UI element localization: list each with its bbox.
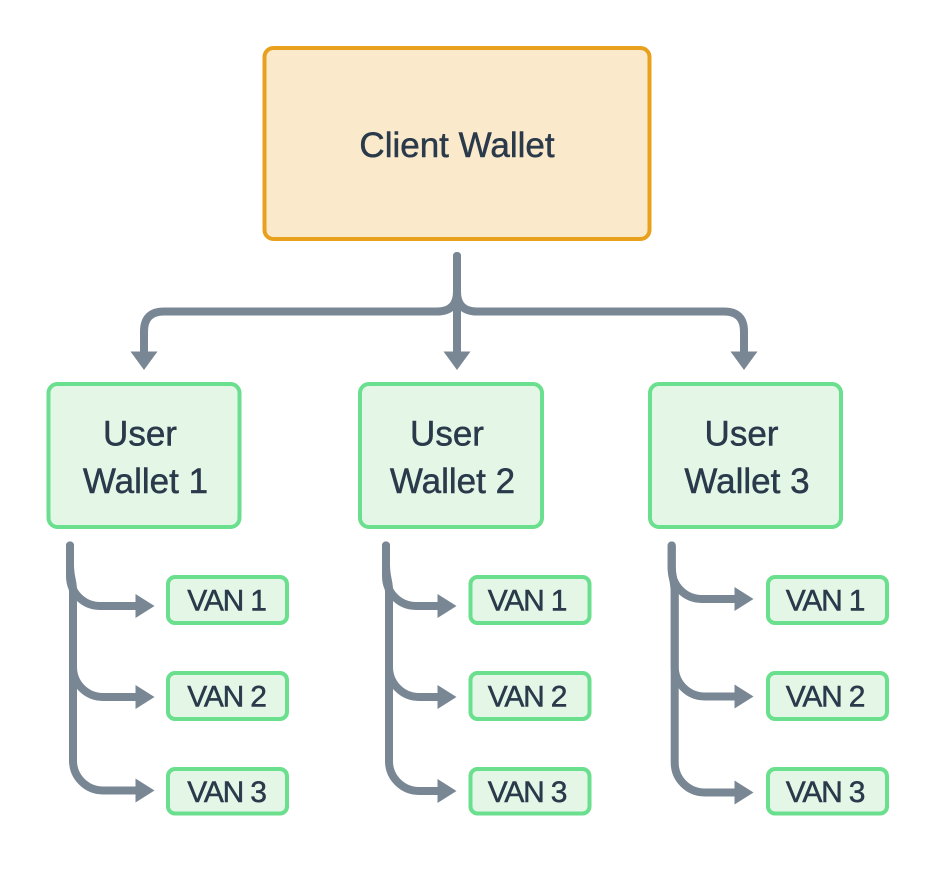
svg-text:VAN 2: VAN 2 xyxy=(488,681,567,714)
svg-text:User: User xyxy=(705,415,779,454)
svg-text:Client Wallet: Client Wallet xyxy=(359,126,554,165)
svg-text:Wallet 3: Wallet 3 xyxy=(684,462,809,501)
svg-text:User: User xyxy=(103,415,177,454)
svg-text:VAN 3: VAN 3 xyxy=(786,776,865,809)
svg-text:User: User xyxy=(410,415,484,454)
svg-text:VAN 3: VAN 3 xyxy=(488,776,567,809)
svg-text:Wallet 2: Wallet 2 xyxy=(390,462,515,501)
svg-text:VAN 1: VAN 1 xyxy=(786,584,865,617)
svg-text:Wallet 1: Wallet 1 xyxy=(83,462,208,501)
svg-text:VAN 1: VAN 1 xyxy=(187,584,266,617)
svg-text:VAN 2: VAN 2 xyxy=(187,681,266,714)
svg-text:VAN 1: VAN 1 xyxy=(488,584,567,617)
svg-text:VAN 2: VAN 2 xyxy=(786,681,865,714)
svg-text:VAN 3: VAN 3 xyxy=(187,776,266,809)
